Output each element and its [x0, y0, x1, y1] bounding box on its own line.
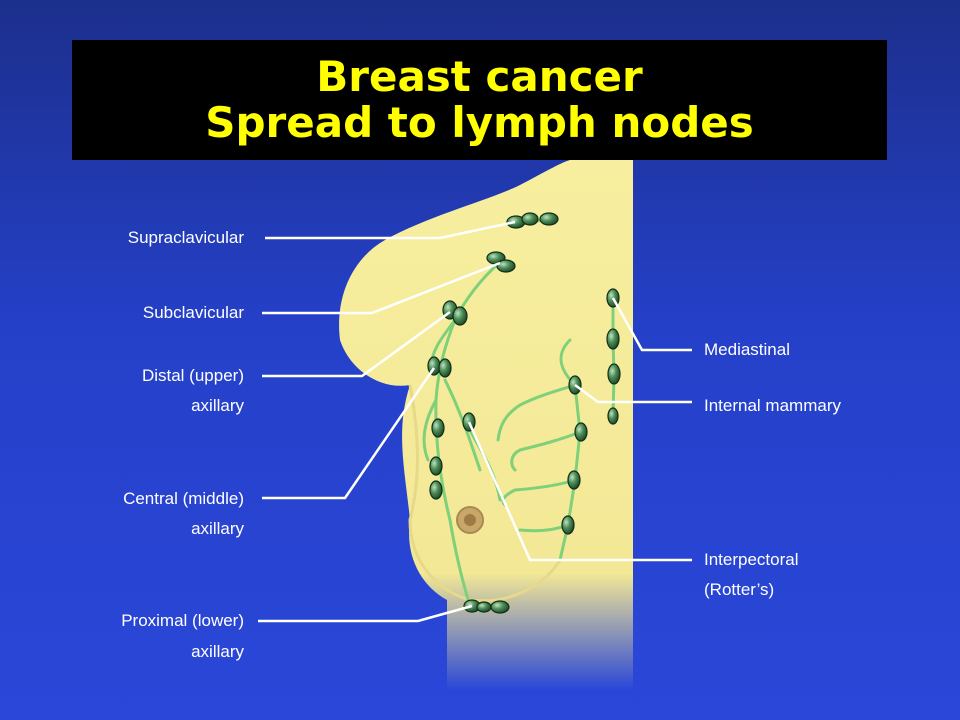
node-central-4	[429, 456, 443, 476]
node-mediastinal-2	[606, 328, 620, 350]
node-proximal-3	[490, 600, 510, 614]
node-proximal-2	[476, 601, 492, 613]
label-proximal-lower-line2: axillary	[191, 642, 244, 661]
label-central-middle-line1: Central (middle)	[123, 489, 244, 508]
node-central-5	[429, 480, 443, 500]
node-internal-3	[567, 470, 581, 490]
label-internal-mammary: Internal mammary	[704, 396, 841, 415]
label-subclavicular: Subclavicular	[142, 303, 244, 322]
leader-subclavicular	[262, 261, 501, 315]
node-supraclavicular-2	[521, 212, 539, 226]
node-mediastinal-4	[607, 407, 619, 425]
label-distal-upper-line2: axillary	[191, 396, 244, 415]
leader-internal	[574, 383, 692, 404]
label-interpectoral-line2: (Rotter’s)	[704, 580, 775, 599]
label-proximal-lower-line1: Proximal (lower)	[121, 611, 244, 630]
node-distal-2	[452, 306, 468, 326]
node-internal-4	[561, 515, 575, 535]
leader-mediastinal	[611, 297, 692, 352]
node-subclavicular-2	[496, 259, 516, 273]
label-distal-upper-line1: Distal (upper)	[141, 366, 244, 385]
node-central-3	[431, 418, 445, 438]
label-supraclavicular: Supraclavicular	[127, 228, 244, 247]
title-line-1: Breast cancer	[316, 52, 643, 101]
label-interpectoral-line1: Interpectoral	[704, 550, 799, 569]
node-supraclavicular-3	[539, 212, 559, 226]
label-central-middle-line2: axillary	[191, 519, 244, 538]
node-mediastinal-3	[607, 363, 621, 385]
leader-distal	[262, 310, 451, 378]
leader-central	[262, 367, 436, 500]
leader-proximal	[258, 604, 473, 623]
label-mediastinal: Mediastinal	[704, 340, 790, 359]
title-line-2: Spread to lymph nodes	[205, 98, 754, 147]
node-central-2	[438, 358, 452, 378]
leader-supraclavicular	[265, 220, 516, 240]
leader-interpectoral	[467, 421, 692, 562]
node-internal-2	[574, 422, 588, 442]
title-bar: Breast cancer Spread to lymph nodes	[72, 40, 887, 160]
leader-lines	[258, 220, 692, 623]
breast-contour	[408, 384, 562, 603]
